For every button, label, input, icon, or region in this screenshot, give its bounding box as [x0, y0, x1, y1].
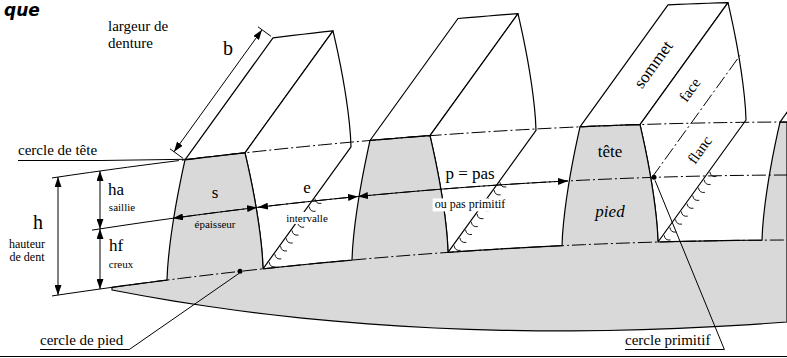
extension-line	[170, 149, 183, 159]
dimension-e	[258, 196, 358, 207]
gear-term-label: hauteur de dent	[4, 238, 50, 264]
leader-line	[40, 273, 239, 349]
gear-term-label: épaisseur	[195, 218, 236, 230]
gear-term-label: intervalle	[284, 212, 330, 224]
gear-term-label: sommet	[631, 38, 678, 93]
pitch-line-flank	[652, 55, 740, 177]
dimension-hf	[100, 229, 101, 289]
gear-term-label: p = pas	[443, 165, 496, 184]
extension-line	[52, 287, 112, 296]
bottom-rule	[0, 356, 787, 357]
gear-term-label: creux	[109, 258, 133, 270]
leader-line	[625, 180, 724, 349]
extension-line	[92, 220, 160, 230]
gear-term-label: face	[676, 75, 704, 105]
gear-term-label: b	[223, 37, 233, 59]
extension-line	[258, 27, 271, 36]
leader-dot	[238, 269, 243, 274]
leader-line	[18, 159, 190, 160]
dimension-ha	[100, 171, 101, 229]
extension-line	[52, 162, 165, 178]
leader-dot	[652, 175, 657, 180]
gear-term-label: cercle de tête	[18, 142, 97, 159]
tooth-flank	[245, 31, 351, 269]
gear-term-label: s	[212, 184, 219, 203]
gear-term-label: saillie	[109, 201, 135, 213]
gear-term-label: largeur de denture	[108, 18, 200, 51]
gear-term-label: cercle de pied	[40, 332, 123, 349]
gear-term-label: e	[301, 179, 313, 198]
tooth-flank	[640, 3, 746, 242]
gear-term-label: flanc	[685, 133, 716, 167]
fillet-hatch	[664, 172, 716, 240]
gear-term-label: cercle primitif	[625, 332, 710, 349]
dimension-b	[174, 30, 262, 152]
dimension-h	[58, 177, 59, 295]
gear-term-label: que	[4, 1, 40, 20]
root-circle	[112, 240, 787, 287]
fillet-hatch	[269, 199, 321, 267]
gear-front-face	[112, 122, 787, 331]
gear-term-label: ou pas primitif	[433, 198, 508, 211]
gear-term-label: tête	[598, 143, 623, 162]
gear-term-label: ha	[108, 181, 124, 200]
dimension-s	[173, 207, 257, 218]
gear-term-label: hf	[109, 237, 123, 256]
tooth-edge	[780, 0, 787, 122]
fillet-hatch	[454, 182, 506, 250]
gear-term-label: h	[33, 211, 43, 233]
gear-term-label: pied	[595, 203, 624, 222]
tooth-flank	[430, 14, 536, 253]
